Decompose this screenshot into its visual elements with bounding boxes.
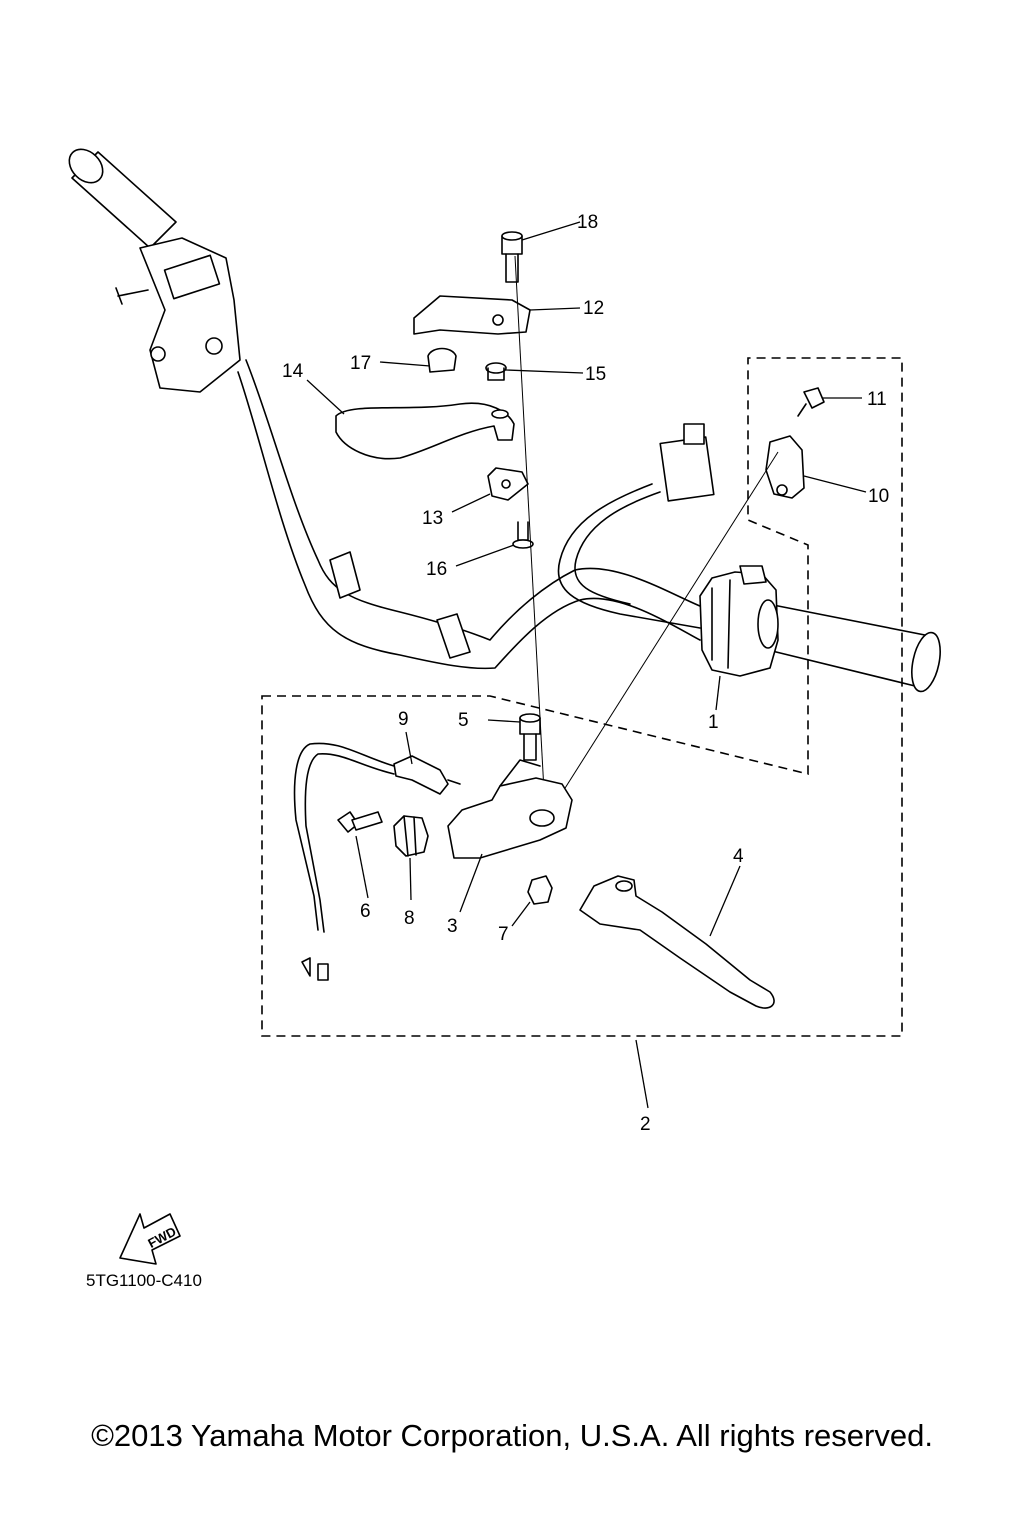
callout-1: 1 — [708, 712, 719, 733]
callout-15: 15 — [585, 364, 606, 385]
callout-14: 14 — [282, 361, 304, 382]
hot-start-lever-part-14 — [335, 402, 515, 460]
callout-8: 8 — [404, 908, 415, 929]
callout-18: 18 — [577, 212, 598, 233]
screw-part-16 — [512, 521, 534, 549]
adjuster-part-8 — [393, 815, 429, 857]
assembly-axis-lever — [514, 255, 547, 829]
screw-part-11 — [797, 387, 825, 417]
bolt-part-18 — [501, 231, 523, 283]
pivot-bolt-part-5 — [519, 713, 541, 761]
clutch-lever-part-4 — [579, 875, 775, 1009]
callout-11: 11 — [867, 389, 887, 410]
diagram-code: 5TG1100-C410 — [86, 1271, 202, 1290]
switch-wiring — [557, 423, 715, 629]
callout-17: 17 — [350, 353, 371, 374]
callout-2: 2 — [640, 1114, 651, 1135]
clutch-switch-part-9 — [293, 742, 461, 981]
callout-9: 9 — [398, 709, 409, 730]
nut-part-7 — [527, 875, 553, 905]
callout-3: 3 — [447, 916, 458, 937]
handlebar-switch-part-1 — [699, 565, 779, 677]
callout-10: 10 — [868, 486, 889, 507]
copyright-notice: ©2013 Yamaha Motor Corporation, U.S.A. A… — [91, 1418, 933, 1453]
cap-part-17 — [427, 347, 457, 373]
lever-holder-part-3 — [447, 759, 573, 859]
callout-5: 5 — [458, 710, 469, 731]
handlebar — [68, 148, 941, 693]
plate-part-13 — [487, 467, 529, 501]
callout-numbers: 1 2 3 4 5 6 7 8 9 10 11 12 13 14 15 16 1… — [282, 212, 889, 1135]
callout-16: 16 — [426, 559, 447, 580]
callout-6: 6 — [360, 901, 371, 922]
fwd-arrow-icon: FWD — [119, 1213, 181, 1265]
clamp-part-10 — [765, 435, 805, 499]
callout-12: 12 — [583, 298, 604, 319]
assembly-group-outline — [261, 357, 903, 1037]
assembly-axis-switch — [547, 451, 779, 816]
bracket-part-12 — [413, 295, 531, 335]
callout-13: 13 — [422, 508, 443, 529]
collar-part-15 — [485, 362, 507, 381]
callout-leaders — [306, 221, 867, 1109]
callout-7: 7 — [498, 924, 509, 945]
callout-4: 4 — [733, 846, 744, 867]
screw-part-6 — [337, 811, 383, 833]
